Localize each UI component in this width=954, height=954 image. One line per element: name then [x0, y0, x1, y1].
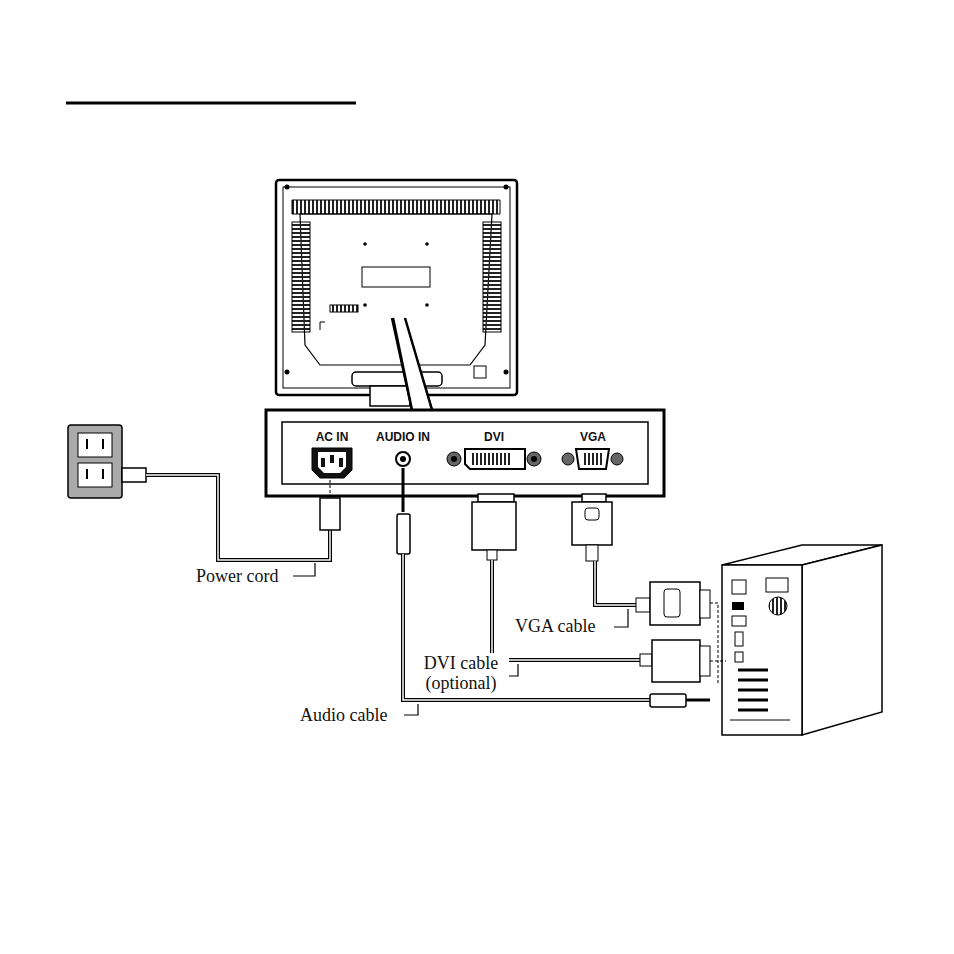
callout-label: Audio cable — [298, 705, 389, 725]
port-label: DVI — [484, 430, 504, 444]
port-label: AUDIO IN — [376, 430, 430, 444]
port-label: VGA — [580, 430, 606, 444]
callout-label: Power cord — [194, 566, 280, 586]
port-label: AC IN — [316, 430, 349, 444]
callout-label: DVI cable (optional) — [413, 653, 509, 693]
callout-label: VGA cable — [513, 616, 597, 636]
